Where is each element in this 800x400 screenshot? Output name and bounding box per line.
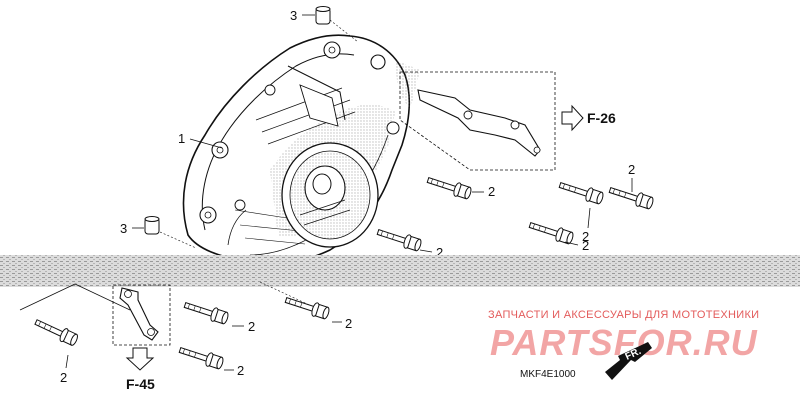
callout-2-h: 2 [345,316,352,331]
bolt-icon [607,182,655,211]
callout-2-d: 2 [582,238,589,253]
watermark-tagline: ЗАПЧАСТИ И АКСЕССУАРЫ ДЛЯ МОТОТЕХНИКИ [488,309,759,321]
scan-noise-band [0,255,800,287]
callout-3-top: 3 [290,8,297,23]
dowel-pin-icon [315,6,331,25]
ref-f26[interactable]: F-26 [587,110,616,126]
bracket-f45-group [112,284,171,346]
arrow-down-icon [125,347,155,371]
bolt-icon [557,177,605,206]
callout-2-e: 2 [436,245,443,260]
bolt-icon [177,342,225,371]
bolt-icon [375,224,423,253]
callout-2-f: 2 [60,370,67,385]
bolt-icon [182,297,230,326]
arrow-right-icon [561,104,584,132]
callout-2-i: 2 [237,363,244,378]
front-direction-arrow-icon: FR. [605,342,652,380]
bolt-icon [527,217,575,246]
bolt-icon [283,292,331,321]
callout-2-b: 2 [582,229,589,244]
callout-2-a: 2 [488,184,495,199]
bracket-f26-group [399,71,556,171]
bolt-icon [32,315,80,348]
callout-2-g: 2 [248,319,255,334]
bolt-icon [425,172,473,201]
callout-3-left: 3 [120,221,127,236]
engine-cover-outline [182,34,420,266]
ref-f45[interactable]: F-45 [126,376,155,392]
dowel-pin-icon [144,216,160,235]
diagram-code: MKF4E1000 [520,369,576,380]
callout-2-c: 2 [628,162,635,177]
callout-1: 1 [178,131,185,146]
